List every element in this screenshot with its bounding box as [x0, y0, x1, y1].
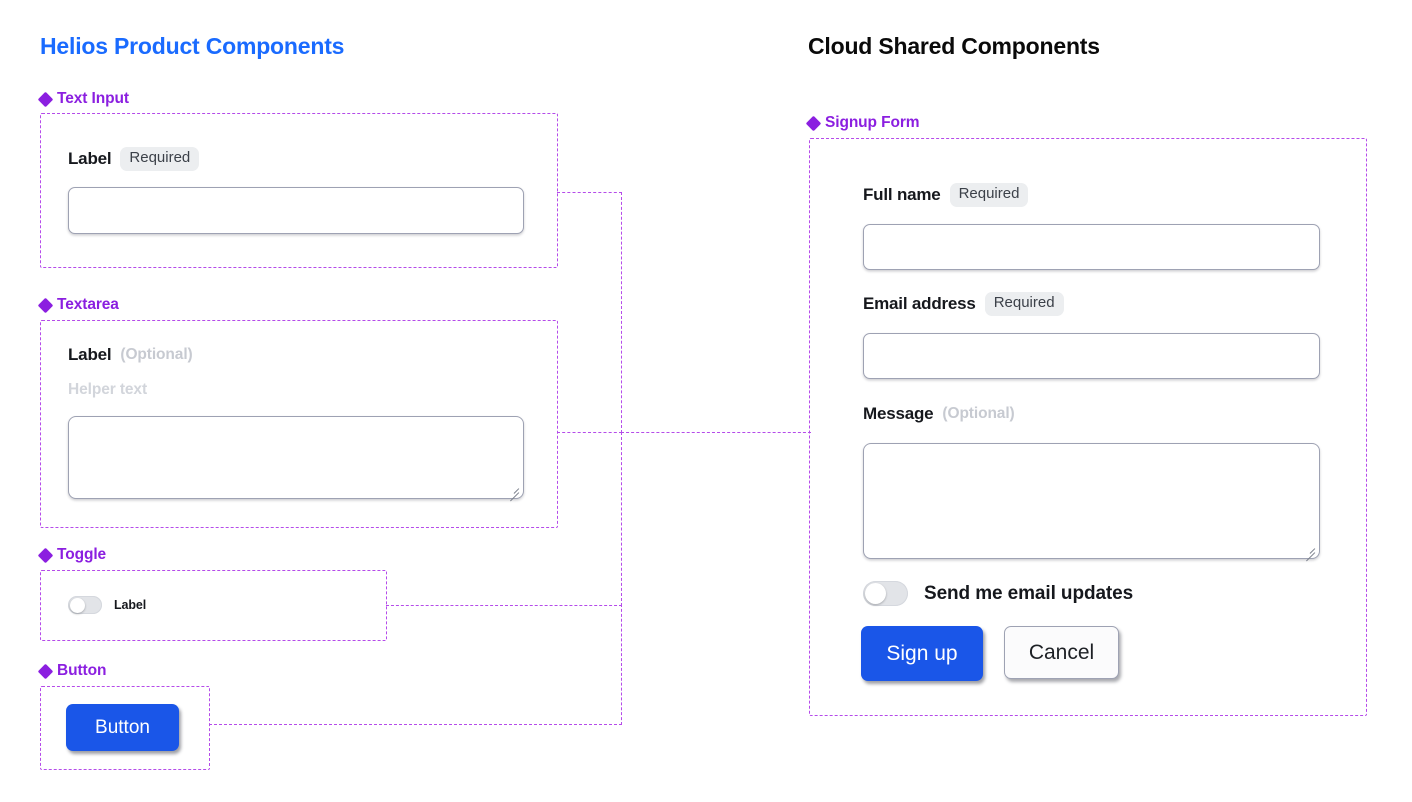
resize-handle-icon[interactable] [506, 482, 520, 502]
full-name-label: Full name [863, 184, 941, 204]
toggle-switch[interactable] [68, 596, 102, 614]
connector-toggle-vertical [621, 432, 622, 606]
connector-toggle-horizontal [386, 605, 622, 606]
connector-button-vertical [621, 604, 622, 725]
optional-badge: (Optional) [942, 405, 1015, 422]
connector-text-input-vertical [621, 192, 622, 433]
text-input-field[interactable] [68, 187, 524, 234]
group-label-text: Button [57, 662, 107, 679]
email-updates-toggle-switch[interactable] [863, 581, 908, 606]
group-label-text-input[interactable]: Text Input [37, 90, 129, 108]
diamond-icon [37, 663, 54, 679]
diamond-icon [37, 91, 54, 107]
toggle-knob [69, 597, 85, 613]
page-title-cloud-shared: Cloud Shared Components [808, 33, 1100, 59]
status-badge-required: Required [120, 147, 200, 171]
email-updates-toggle-label: Send me email updates [924, 582, 1134, 604]
textarea-label-row: Label (Optional) [68, 345, 193, 365]
connector-text-input-horizontal [557, 192, 622, 193]
diamond-icon [805, 115, 822, 131]
component-frame-text-input[interactable] [40, 113, 558, 268]
diamond-icon [37, 297, 54, 313]
sign-up-button[interactable]: Sign up [861, 626, 983, 681]
group-label-text: Textarea [57, 296, 119, 313]
full-name-label-row: Full name Required [863, 183, 1029, 207]
connector-bus-to-signup-form [621, 432, 811, 433]
group-label-text: Toggle [57, 546, 107, 563]
group-label-button[interactable]: Button [37, 662, 107, 680]
cancel-button[interactable]: Cancel [1004, 626, 1119, 679]
button-demo[interactable]: Button [66, 704, 179, 751]
text-input-label: Label [68, 148, 112, 168]
text-input-label-row: Label Required [68, 147, 200, 171]
page-title-helios: Helios Product Components [40, 33, 345, 59]
component-frame-textarea[interactable] [40, 320, 558, 528]
textarea-field[interactable] [68, 416, 524, 502]
email-updates-toggle-row[interactable]: Send me email updates [863, 581, 1133, 606]
full-name-input[interactable] [863, 224, 1320, 270]
connector-button-horizontal [209, 724, 622, 725]
message-label: Message [863, 404, 934, 423]
email-address-label: Email address [863, 293, 976, 313]
toggle-row[interactable]: Label [68, 596, 146, 614]
diamond-icon [37, 547, 54, 563]
group-label-textarea[interactable]: Textarea [37, 296, 119, 314]
toggle-label: Label [114, 598, 147, 612]
textarea-label: Label [68, 345, 112, 364]
connector-textarea-horizontal [557, 432, 622, 433]
email-address-label-row: Email address Required [863, 292, 1064, 316]
status-badge-required: Required [984, 292, 1064, 316]
message-label-row: Message (Optional) [863, 404, 1015, 424]
component-frame-signup-form[interactable] [809, 138, 1367, 716]
email-address-input[interactable] [863, 333, 1320, 379]
group-label-toggle[interactable]: Toggle [37, 546, 107, 564]
resize-handle-icon[interactable] [1302, 542, 1316, 562]
message-textarea[interactable] [863, 443, 1320, 562]
textarea-helper-text: Helper text [68, 381, 148, 398]
status-badge-required: Required [949, 183, 1029, 207]
group-label-text: Text Input [57, 90, 129, 107]
group-label-text: Signup Form [825, 114, 920, 131]
toggle-knob [865, 583, 886, 604]
optional-badge: (Optional) [120, 346, 193, 363]
group-label-signup-form[interactable]: Signup Form [805, 114, 920, 132]
component-frame-button[interactable] [40, 686, 210, 770]
